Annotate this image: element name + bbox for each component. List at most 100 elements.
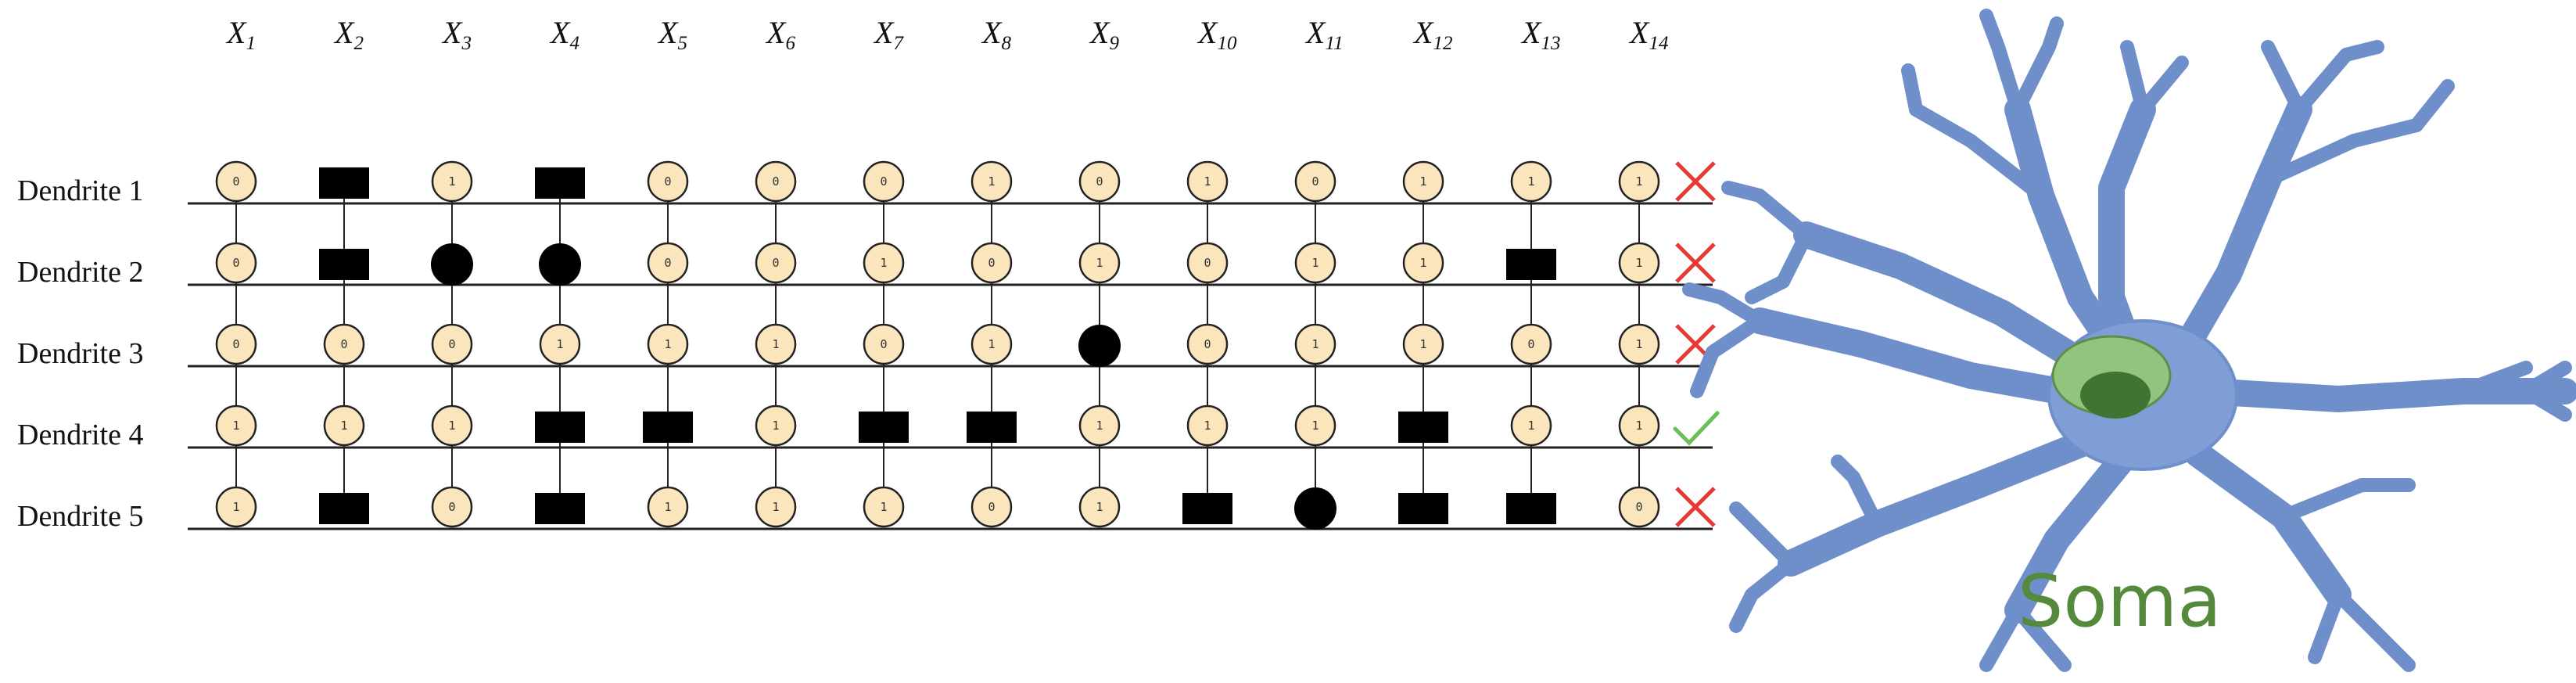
value-node-circle	[1402, 160, 1444, 203]
black-square	[643, 412, 693, 443]
value-node-circle	[1618, 160, 1660, 203]
cross-icon	[1675, 161, 1716, 202]
variable-header: X12	[1412, 15, 1452, 54]
value-node: 1	[1186, 404, 1229, 447]
value-node: 0	[1294, 160, 1336, 203]
value-node-digit: 0	[988, 256, 995, 270]
dendrite-label: Dendrite 3	[17, 337, 143, 370]
value-node-digit: 0	[1204, 337, 1211, 351]
variable-header: X14	[1628, 15, 1668, 54]
black-square	[1398, 493, 1448, 524]
value-node: 0	[431, 323, 473, 365]
value-node-circle	[215, 486, 257, 528]
variable-header: X7	[873, 15, 904, 54]
value-node-digit: 1	[1419, 337, 1426, 351]
value-node-digit: 0	[1311, 174, 1318, 189]
value-node-digit: 1	[1527, 174, 1534, 189]
value-node-circle	[431, 160, 473, 203]
value-node-digit: 0	[448, 500, 455, 514]
value-node-digit: 0	[232, 337, 239, 351]
cross-stroke	[1675, 324, 1716, 365]
value-node-digit: 1	[340, 419, 347, 433]
variable-header: X3	[441, 15, 472, 54]
value-node-digit: 0	[1204, 256, 1211, 270]
value-node-digit: 1	[772, 500, 779, 514]
value-node-circle	[647, 242, 689, 284]
value-node-circle	[1078, 486, 1121, 528]
black-square	[319, 167, 369, 199]
variable-header: X6	[765, 15, 795, 54]
black-circle	[1294, 487, 1336, 530]
value-node-circle	[970, 160, 1013, 203]
value-node-circle	[215, 242, 257, 284]
value-node: 1	[863, 242, 905, 284]
dendrite-label: Dendrite 4	[17, 419, 143, 451]
value-node-circle	[647, 486, 689, 528]
value-node-circle	[1186, 242, 1229, 284]
value-node-circle	[863, 160, 905, 203]
dendrite-label: Dendrite 5	[17, 500, 143, 533]
value-node-digit: 1	[880, 256, 887, 270]
value-node: 1	[1510, 160, 1552, 203]
value-node-digit: 0	[772, 174, 779, 189]
value-node-circle	[1186, 404, 1229, 447]
value-node-circle	[970, 323, 1013, 365]
value-node-circle	[1618, 242, 1660, 284]
value-node: 0	[1510, 323, 1552, 365]
value-node-digit: 0	[664, 256, 671, 270]
value-node-circle	[755, 486, 797, 528]
value-node-circle	[1402, 323, 1444, 365]
dendrite-branches	[1682, 9, 2576, 672]
variable-header: X5	[657, 15, 687, 54]
value-node: 1	[1510, 404, 1552, 447]
value-node-circle	[1510, 323, 1552, 365]
value-node-digit: 1	[448, 174, 455, 189]
variable-header: X11	[1304, 15, 1344, 54]
value-node: 1	[431, 404, 473, 447]
value-node: 1	[1402, 323, 1444, 365]
value-node-circle	[215, 160, 257, 203]
variable-header: X9	[1089, 15, 1119, 54]
value-node-circle	[970, 486, 1013, 528]
value-node: 0	[1186, 242, 1229, 284]
value-node-circle	[1078, 404, 1121, 447]
neuron-illustration: Soma	[1682, 9, 2576, 672]
check-icon	[1673, 411, 1720, 446]
value-node-digit: 1	[1419, 256, 1426, 270]
nucleolus	[2080, 372, 2151, 419]
value-node-digit: 0	[988, 500, 995, 514]
value-node: 1	[755, 486, 797, 528]
value-node: 1	[1294, 323, 1336, 365]
value-node: 0	[647, 242, 689, 284]
value-node-digit: 0	[1096, 174, 1103, 189]
value-node: 1	[539, 323, 581, 365]
value-node-circle	[1186, 160, 1229, 203]
value-node-digit: 0	[772, 256, 779, 270]
value-node: 0	[755, 242, 797, 284]
value-node-digit: 0	[448, 337, 455, 351]
value-node: 1	[1618, 242, 1660, 284]
value-node: 0	[215, 242, 257, 284]
value-node-digit: 1	[1204, 419, 1211, 433]
value-node: 0	[431, 486, 473, 528]
value-node: 1	[1294, 404, 1336, 447]
value-node-digit: 1	[448, 419, 455, 433]
value-node: 1	[323, 404, 365, 447]
value-node-digit: 1	[232, 419, 239, 433]
value-node-digit: 1	[1635, 419, 1642, 433]
value-node-digit: 0	[232, 256, 239, 270]
value-node: 0	[215, 160, 257, 203]
value-node-circle	[1078, 160, 1121, 203]
value-node-digit: 1	[1419, 174, 1426, 189]
value-node-digit: 0	[340, 337, 347, 351]
value-node: 1	[647, 486, 689, 528]
value-node: 1	[1618, 404, 1660, 447]
value-node-circle	[755, 242, 797, 284]
value-node-circle	[323, 404, 365, 447]
value-node: 1	[1618, 323, 1660, 365]
value-node-digit: 1	[1096, 419, 1103, 433]
value-node: 1	[863, 486, 905, 528]
value-node-digit: 1	[772, 337, 779, 351]
